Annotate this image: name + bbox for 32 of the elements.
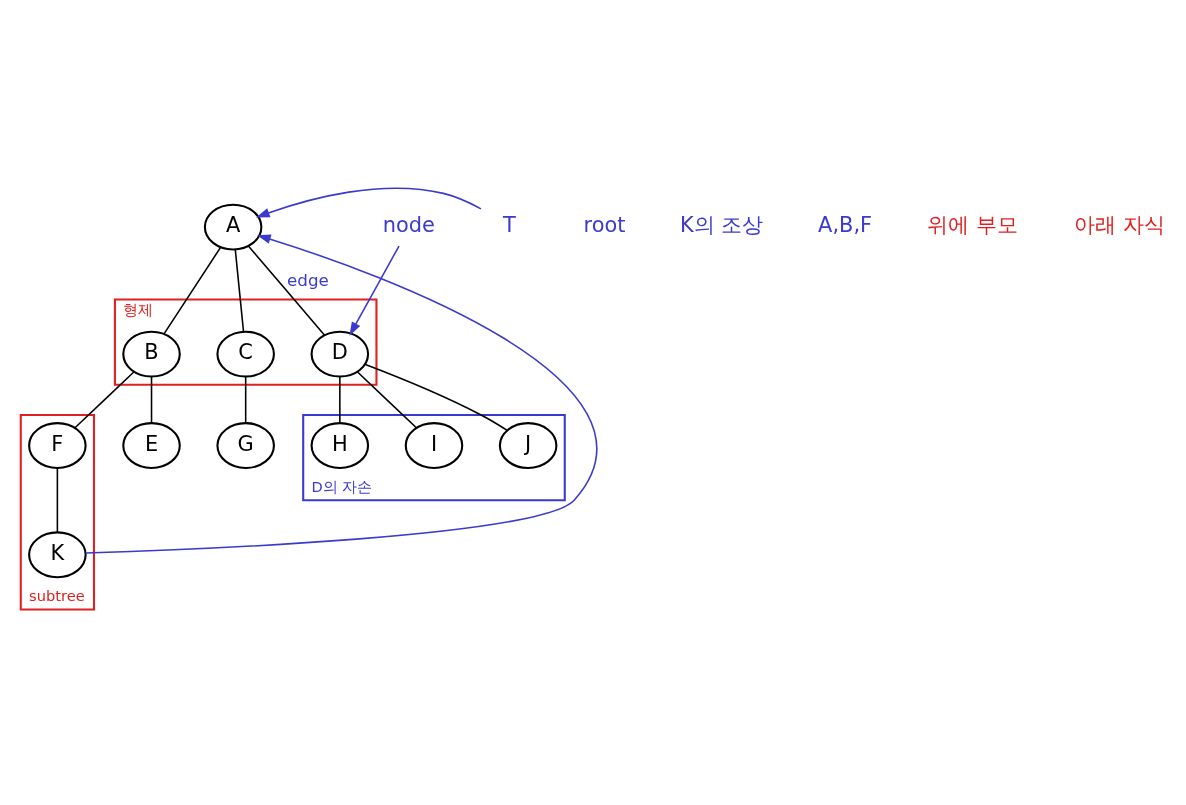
arrow [84,234,598,554]
connector [234,248,245,333]
connector [364,363,508,431]
connector [150,375,153,424]
edge-label: edge [287,269,329,290]
node-ellipse: B [122,330,181,378]
node-text: node [382,212,435,237]
label: root [583,212,626,237]
node-ellipse: J [498,421,558,469]
connector [163,245,222,335]
connector [56,466,59,533]
node-ellipse: E [122,421,181,469]
node-ellipse: K [28,530,87,578]
label: K의 조상 [680,212,764,237]
connector [74,370,135,429]
connector [356,370,418,429]
node-text: T [502,212,516,237]
arrow [256,186,482,217]
label: A,B,F [818,212,873,237]
node-ellipse: G [216,421,275,469]
arrow [349,244,400,336]
node-ellipse: I [404,421,464,469]
connector [244,375,247,424]
connector [339,375,341,424]
label: 위에 부모 [927,212,1019,237]
label: 아래 자식 [1073,212,1165,237]
connector [247,244,326,336]
node-ellipse: D [310,330,370,378]
node-ellipse: C [216,330,275,378]
node-ellipse: F [28,421,87,469]
node-ellipse: H [310,421,370,469]
node-ellipse: A [203,203,263,251]
